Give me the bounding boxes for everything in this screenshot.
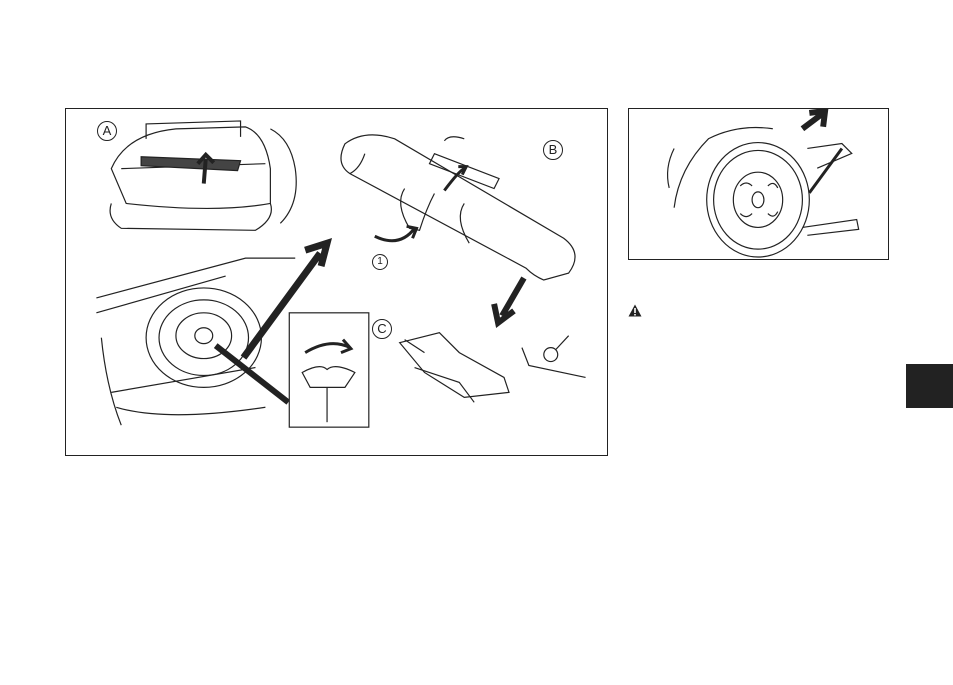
panel-a-label: A	[97, 121, 117, 141]
wheel-removal-figure	[628, 108, 889, 260]
spare-tire-well-drawing	[96, 258, 295, 425]
spare-tire-tools-figure: A B C 1	[65, 108, 608, 456]
wheel-removal-illustration	[629, 109, 888, 259]
spare-tire-tools-illustration	[66, 109, 607, 455]
arrow-down-to-tools	[494, 278, 524, 323]
lug-wrench-drawing	[522, 336, 586, 378]
warning-triangle-icon	[628, 304, 642, 317]
hold-down-bolt-inset	[289, 313, 369, 427]
trunk-open-drawing	[110, 121, 296, 230]
callout-1-label: 1	[372, 254, 388, 270]
panel-b-label: B	[543, 140, 563, 160]
panel-c-label: C	[372, 319, 392, 339]
chapter-tab	[906, 364, 953, 408]
jack-drawing	[400, 333, 509, 403]
